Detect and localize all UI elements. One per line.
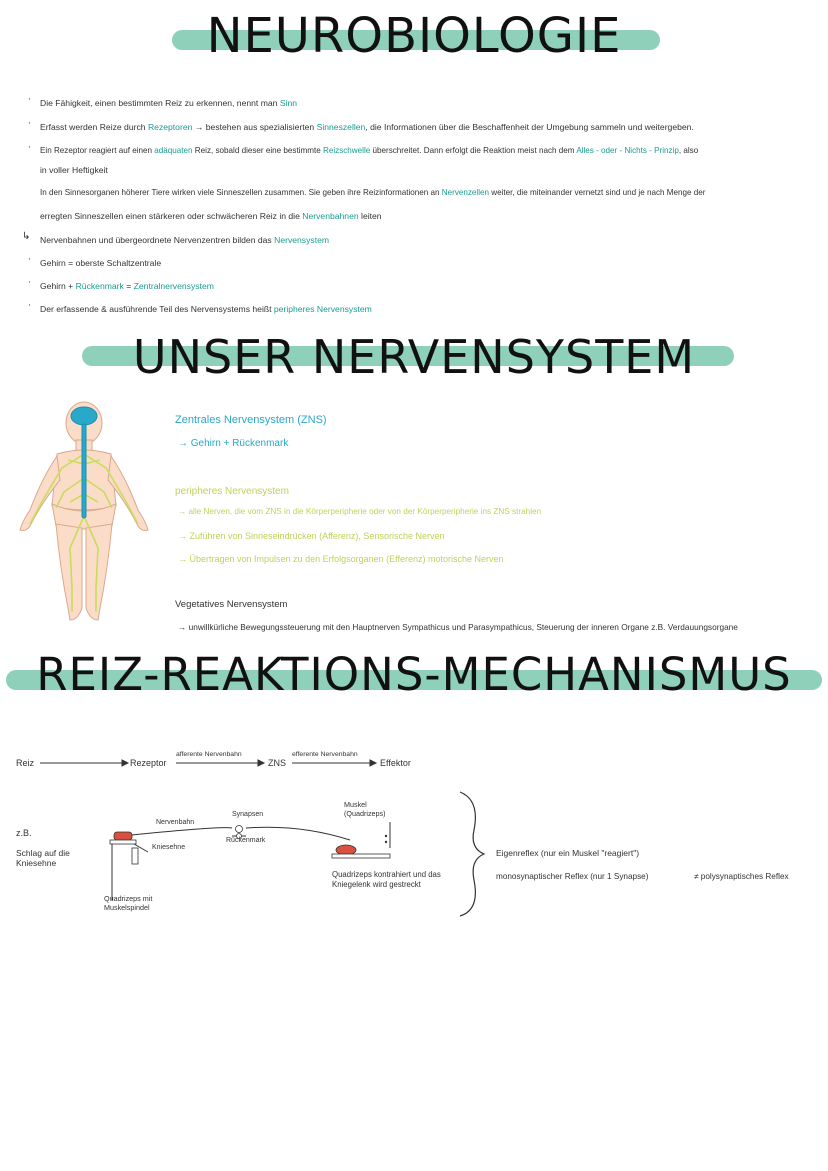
- pns-item-2: → Zuführen von Sinneseindrücken (Afferen…: [178, 531, 445, 541]
- label-rueckenmark: Rückenmark: [226, 837, 266, 844]
- chain-efferente: efferente Nervenbahn: [292, 751, 358, 758]
- section-title-mechanismus: REIZ-REAKTIONS-MECHANISMUS: [36, 648, 792, 701]
- intro-line-6: erregten Sinneszellen einen stärkeren od…: [40, 211, 382, 221]
- intro-line-7: Nervenbahnen und übergeordnete Nervenzen…: [40, 235, 330, 245]
- chain-afferente: afferente Nervenbahn: [176, 751, 242, 758]
- veg-item-1: → unwillkürliche Bewegungssteuerung mit …: [178, 622, 738, 632]
- reflex-diagram: [109, 822, 391, 900]
- chain-arrows: [40, 759, 378, 767]
- label-quadrizeps-spindel: Quadrizeps mit Muskelspindel: [104, 894, 153, 912]
- central-nervous-system: [70, 406, 98, 519]
- chain-zns: ZNS: [268, 758, 286, 768]
- label-muskel: Muskel (Quadrizeps): [344, 800, 386, 818]
- intro-line-9: Gehirn + Rückenmark = Zentralnervensyste…: [40, 281, 214, 291]
- intro-line-2: Erfasst werden Reize durch Rezeptoren → …: [40, 122, 694, 132]
- curly-brace: [459, 791, 486, 917]
- example-schlag: Schlag auf die Kniesehne: [16, 848, 70, 868]
- section-title-nervensystem: UNSER NERVENSYSTEM: [132, 330, 696, 384]
- zns-title: Zentrales Nervensystem (ZNS): [175, 414, 327, 426]
- intro-line-4: in voller Heftigkeit: [40, 165, 108, 175]
- title-highlight-1: [172, 30, 660, 50]
- bullet: ·: [28, 301, 31, 311]
- intro-line-5: In den Sinnesorganen höherer Tiere wirke…: [40, 188, 706, 197]
- intro-line-3: Ein Rezeptor reagiert auf einen adäquate…: [40, 146, 699, 155]
- zns-sub: → Gehirn + Rückenmark: [178, 438, 289, 449]
- bullet: ·: [28, 143, 31, 153]
- bullet: ·: [28, 278, 31, 288]
- label-kontrahiert: Quadrizeps kontrahiert und das Kniegelen…: [332, 870, 441, 889]
- intro-line-1: Die Fähigkeit, einen bestimmten Reiz zu …: [40, 98, 298, 108]
- reflex-mono: monosynaptischer Reflex (nur 1 Synapse): [496, 872, 649, 881]
- veg-title: Vegetatives Nervensystem: [175, 599, 288, 610]
- title-highlight-3: [6, 670, 822, 690]
- reflex-poly: ≠ polysynaptisches Reflex: [694, 872, 789, 881]
- chain-effektor: Effektor: [380, 758, 411, 768]
- intro-line-10: Der erfassende & ausführende Teil des Ne…: [40, 304, 372, 314]
- bullet: ·: [28, 119, 31, 129]
- bullet: ·: [28, 95, 31, 105]
- reflex-eigenreflex: Eigenreflex (nur ein Muskel "reagiert"): [496, 848, 640, 858]
- human-body-illustration: [19, 401, 149, 621]
- label-kniesehne: Kniesehne: [152, 844, 186, 851]
- title-highlight-2: [82, 346, 734, 366]
- bullet: ·: [28, 255, 31, 265]
- label-nervenbahn: Nervenbahn: [156, 819, 195, 826]
- muscle-right: [335, 844, 357, 856]
- intro-line-8: Gehirn = oberste Schaltzentrale: [40, 258, 162, 268]
- pns-item-3: → Übertragen von Impulsen zu den Erfolgs…: [178, 554, 504, 564]
- pns-item-1: → alle Nerven, die vom ZNS in die Körper…: [178, 507, 542, 516]
- muscle-spindle-left: [113, 831, 133, 841]
- chain-rezeptor: Rezeptor: [130, 758, 167, 768]
- label-synapsen: Synapsen: [232, 811, 264, 818]
- chain-reiz: Reiz: [16, 758, 35, 768]
- example-zb: z.B.: [16, 828, 32, 838]
- return-arrow-icon: ↳: [22, 231, 31, 242]
- page-title: NEUROBIOLOGIE: [206, 8, 622, 64]
- pns-title: peripheres Nervensystem: [175, 486, 289, 497]
